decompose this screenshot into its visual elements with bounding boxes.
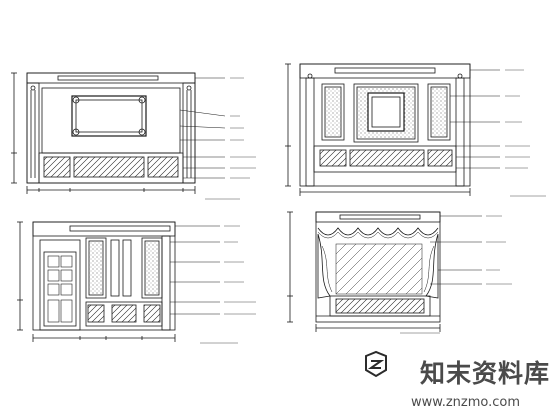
elevation-a	[11, 72, 256, 200]
znzmo-logo-icon	[365, 350, 387, 378]
elevation-b	[285, 63, 546, 197]
elevation-c	[17, 221, 256, 344]
watermark-url: www.znzmo.com	[410, 395, 520, 410]
elevation-d	[287, 211, 512, 334]
watermark-title: 知末资料库	[419, 359, 550, 388]
